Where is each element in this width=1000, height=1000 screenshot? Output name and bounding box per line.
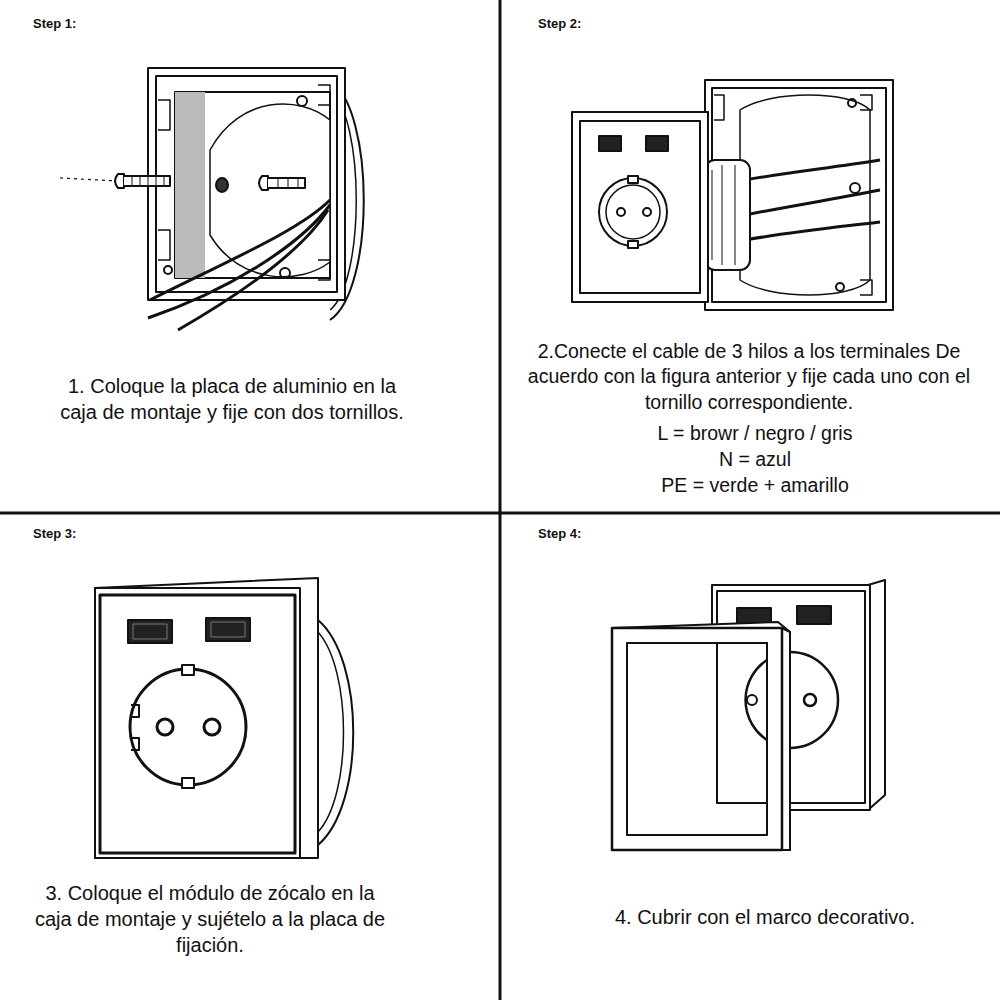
step-heading: Step 3: [33,526,76,543]
decorative-frame [612,622,790,850]
instruction-text: 4. Cubrir con el marco decorativo. [555,904,975,930]
wire [148,200,330,330]
instruction-text: 3. Coloque el módulo de zócalo en la caj… [30,880,390,958]
divider [0,512,1000,515]
step-heading: Step 1: [33,16,76,33]
step-heading: Step 4: [538,526,581,543]
mounting-box [705,80,893,310]
step-heading: Step 2: [538,16,581,33]
instruction-text: 2.Conecte el cable de 3 hilos a los term… [502,339,996,415]
wiring-text: N = azul [515,447,995,472]
mounting-box [148,68,364,320]
socket-module [95,578,353,858]
socket-module [572,112,750,302]
screw [60,174,305,192]
wire [745,160,880,240]
instruction-text: 1. Coloque la placa de aluminio en la ca… [57,373,407,425]
wiring-text: PE = verde + amarillo [515,473,995,498]
divider [499,0,502,1000]
wiring-text: L = browr / negro / gris [515,421,995,446]
